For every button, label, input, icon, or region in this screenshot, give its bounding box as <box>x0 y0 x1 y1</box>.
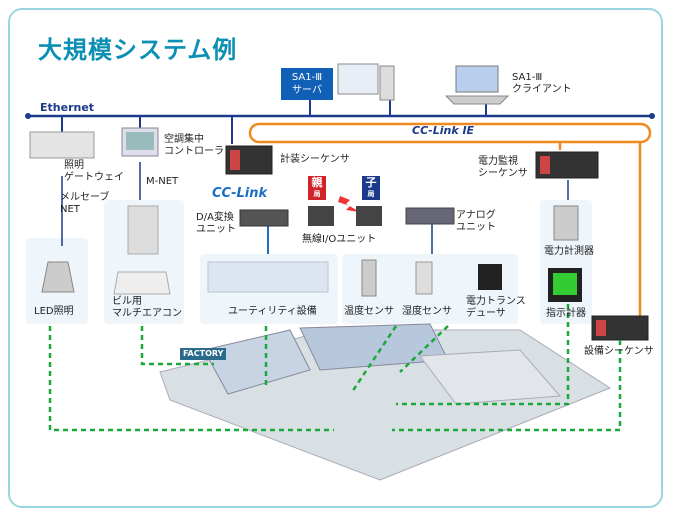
utility-label: ユーティリティ設備 <box>228 306 317 317</box>
parent-badge: 親 局 <box>308 176 326 200</box>
server-model: SA1-Ⅲ <box>291 72 323 83</box>
analog-unit-label: アナログ ユニット <box>456 210 496 233</box>
utility-icons <box>207 261 329 293</box>
mnet-label: M-NET <box>146 176 179 187</box>
temp-sensor-label: 温度センサ <box>344 306 394 317</box>
melsave-net-label: メルセーブ NET <box>60 192 110 215</box>
humidity-sensor-device <box>415 261 433 295</box>
server-label-box: SA1-Ⅲ サーバ <box>281 68 333 100</box>
temp-sensor-device <box>361 259 377 297</box>
aircon-tower <box>127 205 159 255</box>
multi-aircon-label: ビル用 マルチエアコン <box>112 296 182 319</box>
wireless-parent-device <box>308 206 334 226</box>
power-transducer-label: 電力トランス デューサ <box>466 296 526 319</box>
lighting-gateway-label: 照明 ゲートウェイ <box>64 160 124 183</box>
cclink-ie-label: CC-Link IE <box>412 124 475 137</box>
aircon-cassette <box>113 271 171 295</box>
wireless-io-label: 無線I/Oユニット <box>302 234 377 245</box>
cclink-label: CC-Link <box>212 186 268 201</box>
da-unit-label: D/A変換 ユニット <box>196 212 236 235</box>
power-transducer-device <box>478 264 502 290</box>
page-title: 大規模システム例 <box>38 36 238 64</box>
instrument-sequencer-label: 計装シーケンサ <box>280 154 350 165</box>
client-laptop <box>455 65 499 93</box>
led-lamp <box>41 261 75 293</box>
factory-sign: FACTORY <box>183 349 224 358</box>
server-role: サーバ <box>292 85 322 96</box>
path-indicator <box>396 304 570 406</box>
path-facility <box>392 340 622 432</box>
ethernet-label: Ethernet <box>40 101 95 114</box>
power-meter-label: 電力計測器 <box>544 246 594 257</box>
path-led <box>48 326 334 432</box>
path-aircon <box>140 326 214 366</box>
da-unit-device <box>239 209 289 227</box>
child-badge: 子 局 <box>362 176 380 200</box>
power-monitor-label: 電力監視 シーケンサ <box>478 156 528 179</box>
led-light-label: LED照明 <box>34 306 74 317</box>
indicator-label: 指示計器 <box>546 308 586 319</box>
factory-sign-board <box>180 348 226 360</box>
path-sensor <box>350 325 398 393</box>
path-transducer <box>399 325 449 373</box>
power-meter-device <box>553 205 579 241</box>
cclink-ie-ring <box>248 122 652 144</box>
humidity-sensor-label: 湿度センサ <box>402 306 452 317</box>
wireless-child-device <box>356 206 382 226</box>
lighting-gateway-device <box>29 131 95 159</box>
wireless-bolt <box>338 196 360 212</box>
client-label: SA1-Ⅲ クライアント <box>512 72 572 95</box>
hvac-controller-label: 空調集中 コントローラ <box>164 134 224 157</box>
facility-sequencer-label: 設備シーケンサ <box>584 346 654 357</box>
analog-unit-device <box>405 207 455 225</box>
server-monitor <box>337 63 379 95</box>
